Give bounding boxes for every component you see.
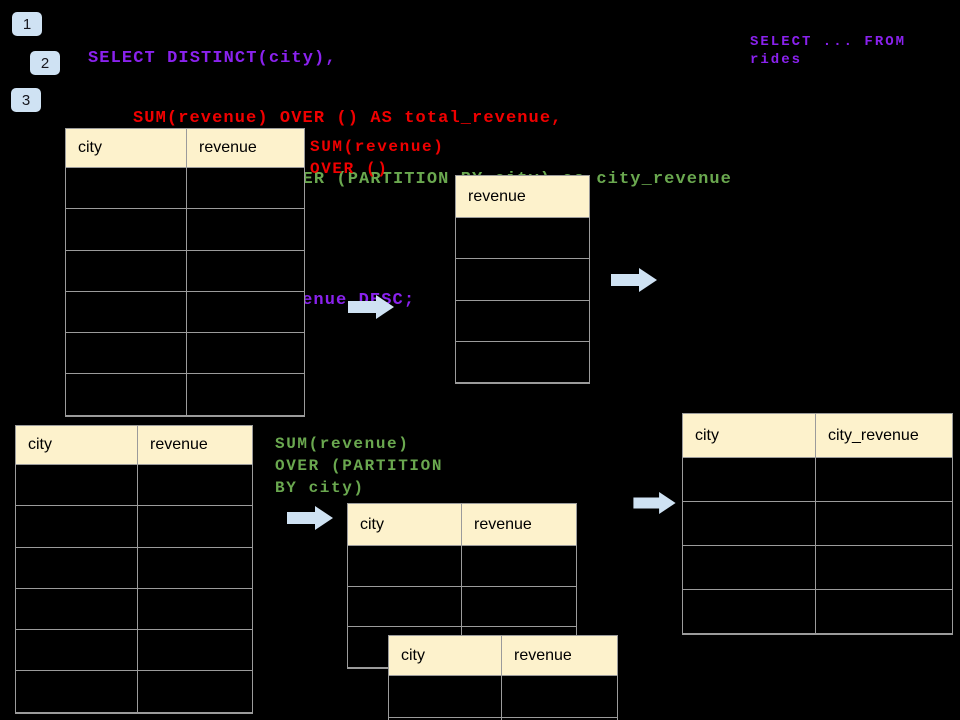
empty-cell [138,548,252,589]
empty-cell [16,547,138,589]
right-arrow-icon [633,492,676,514]
step-badge-1: 1 [12,12,42,36]
empty-cell [16,506,138,548]
empty-cell [683,590,816,634]
empty-cell [683,502,816,546]
column-header: city [389,636,502,676]
empty-cell [683,458,816,502]
column-header: city_revenue [816,414,952,458]
empty-cell [456,218,589,260]
empty-cell [816,458,952,502]
empty-cell [816,502,952,546]
empty-cell [66,209,187,251]
empty-cell [187,333,304,375]
right-arrow-icon [287,506,333,530]
column-header: revenue [138,426,252,465]
side-code-fragment: SELECT ... FROM rides [750,34,907,68]
empty-cell [66,291,187,334]
empty-cell [138,630,252,672]
empty-cell [683,546,816,590]
right-arrow-icon [348,295,394,319]
empty-cell [187,168,304,210]
empty-cell [816,546,952,590]
empty-cell [456,342,589,384]
empty-cell [502,676,617,718]
empty-cell [389,676,502,718]
column-header: city [348,504,462,546]
empty-cell [16,588,138,631]
column-header: revenue [502,636,617,676]
empty-cell [16,630,138,672]
empty-cell [389,718,502,720]
empty-cell [462,587,576,627]
empty-cell [138,671,252,713]
empty-cell [456,259,589,301]
empty-cell [462,546,576,587]
empty-cell [187,374,304,416]
empty-cell [348,546,462,587]
total-revenue-table: revenue [455,175,590,385]
step-badge-2: 2 [30,51,60,75]
column-header: city [66,129,187,168]
empty-cell [187,209,304,251]
annotation-total-revenue: SUM(revenue) OVER () [310,138,445,178]
empty-cell [348,586,462,627]
empty-cell [16,465,138,507]
empty-cell [138,506,252,548]
empty-cell [66,374,187,416]
column-header: revenue [462,504,576,546]
sql-line-total: SUM(revenue) OVER () AS total_revenue, [133,109,563,129]
empty-cell [16,671,138,713]
annotation-partition: SUM(revenue) OVER (PARTITION BY city) [275,435,444,497]
empty-cell [138,465,252,507]
right-arrow-icon [611,268,657,292]
column-header: revenue [456,176,589,218]
empty-cell [816,590,952,634]
empty-cell [187,292,304,334]
empty-cell [66,333,187,375]
sql-line-select: SELECT DISTINCT(city), [88,49,337,68]
empty-cell [66,250,187,292]
empty-cell [187,251,304,292]
empty-cell [66,168,187,210]
column-header: city [683,414,816,458]
step-badge-3: 3 [11,88,41,112]
empty-cell [456,301,589,342]
empty-cell [138,589,252,631]
column-header: revenue [187,129,304,168]
column-header: city [16,426,138,465]
